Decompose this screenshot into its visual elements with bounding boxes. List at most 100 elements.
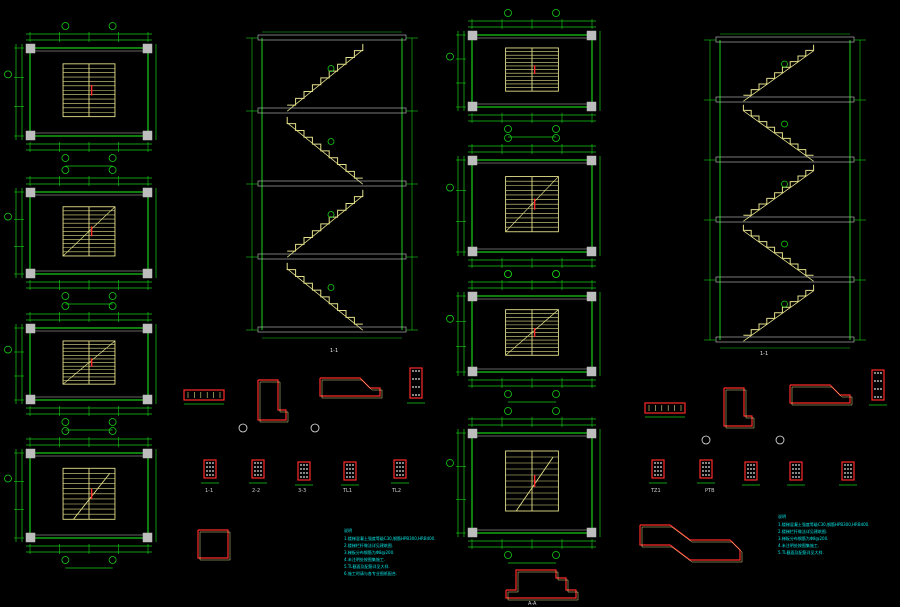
rebar-dot (399, 462, 401, 464)
rebar-dot (399, 474, 401, 476)
column (142, 532, 153, 543)
rebar-dot (847, 468, 849, 470)
rebar-dot (708, 462, 710, 464)
rebar-dot (702, 466, 704, 468)
axis-bubble (108, 154, 117, 162)
detail-label-group: 1-1 2-2 3-3 TL1 TL2 TZ1 PTB A-A (205, 488, 715, 607)
rebar-dot (349, 464, 351, 466)
rebar-dot (747, 464, 749, 466)
stair-section-right (704, 33, 866, 349)
rebar-dot (346, 472, 348, 474)
column (586, 366, 597, 377)
stair-flight-section (743, 284, 815, 336)
rebar-dot (880, 380, 882, 382)
stair-section-center (246, 31, 418, 339)
axis-bubble (504, 270, 512, 278)
notes-right-line-5: 5.TL截面及配筋详见大样. (778, 549, 824, 555)
column (25, 448, 36, 459)
rebar-dot (792, 464, 794, 466)
rebar-dot (415, 370, 417, 372)
column (467, 428, 478, 439)
profile-outline (505, 569, 577, 599)
rebar-dot (874, 388, 876, 390)
detail-bubble (327, 138, 335, 145)
column (142, 394, 153, 405)
axis-bubble (61, 166, 70, 174)
floor-slab (257, 107, 407, 114)
floor-slab (715, 96, 855, 103)
floor-slab (257, 180, 407, 187)
rebar-dot (747, 476, 749, 478)
rebar-dot (657, 466, 659, 468)
rebar-dot (260, 466, 262, 468)
rebar-dot (399, 466, 401, 468)
rebar-dot (750, 464, 752, 466)
rebar-dot (352, 468, 354, 470)
rebar-dot (412, 386, 414, 388)
rebar-dot (747, 472, 749, 474)
rebar-dot (702, 462, 704, 464)
axis-bubble (108, 302, 117, 310)
axis-bubble (108, 166, 117, 174)
rebar-dot (654, 474, 656, 476)
axis-bubble (61, 418, 70, 426)
notes-left-line-1: 1.楼梯混凝土强度等级C30,钢筋HPB300,HRB400. (344, 535, 435, 541)
rebar-dot (750, 476, 752, 478)
axis-bubble (61, 556, 70, 564)
section-outline (651, 459, 665, 479)
axis-bubble (108, 292, 117, 300)
floor-slab (715, 336, 855, 343)
axis-bubble (504, 390, 512, 398)
detail-label-3: 3-3 (298, 488, 306, 494)
section-outline (297, 461, 311, 481)
rebar-dot (418, 386, 420, 388)
rebar-dot (880, 372, 882, 374)
profile-outline (639, 524, 741, 561)
notes-right: 说明 1.楼梯混凝土强度等级C30,钢筋HPB300,HRB400. 2.楼梯栏… (778, 513, 869, 555)
rebar-dot (306, 464, 308, 466)
floor-slab (715, 36, 855, 43)
rebar-dot (708, 474, 710, 476)
column (142, 130, 153, 141)
floor-slab (257, 253, 407, 260)
detail-callout (701, 435, 711, 445)
rebar-dot (412, 378, 414, 380)
rebar-dot (254, 474, 256, 476)
notes-left-line-2: 2.楼梯栏杆做法详见建筑图. (344, 542, 393, 548)
rebar-dot (877, 396, 879, 398)
stair-plan (4, 22, 157, 167)
column (586, 101, 597, 112)
column-section-detail (697, 459, 715, 484)
column-section-detail (869, 369, 887, 406)
stair-soffit (743, 230, 814, 282)
rebar-dot (798, 468, 800, 470)
rebar-dot (795, 476, 797, 478)
rebar-dot (396, 470, 398, 472)
rebar-dot (747, 468, 749, 470)
wall-outline (471, 34, 593, 108)
axis-bubble (61, 154, 70, 162)
rebar-dot (753, 472, 755, 474)
rebar-dot (844, 472, 846, 474)
wall-outline (29, 47, 149, 137)
rebar-dot (257, 470, 259, 472)
column (142, 323, 153, 334)
detail-bubble (781, 300, 788, 308)
rebar-dot (303, 472, 305, 474)
profile-rebar (199, 531, 231, 561)
profile-outline (789, 384, 851, 404)
notes-left-line-4: 4.未注明处按图集施工. (344, 556, 385, 562)
rebar-dot (209, 474, 211, 476)
column (467, 366, 478, 377)
column-section-detail (742, 461, 760, 486)
notes-right-line-2: 2.楼梯栏杆做法详见建筑图. (778, 528, 827, 534)
rebar-dot (306, 476, 308, 478)
rebar-dot (212, 462, 214, 464)
rebar-dot (254, 466, 256, 468)
detail-bubble (781, 120, 788, 128)
stair-soffit (743, 110, 814, 162)
stair-plan (446, 270, 601, 403)
rebar-dot (396, 462, 398, 464)
